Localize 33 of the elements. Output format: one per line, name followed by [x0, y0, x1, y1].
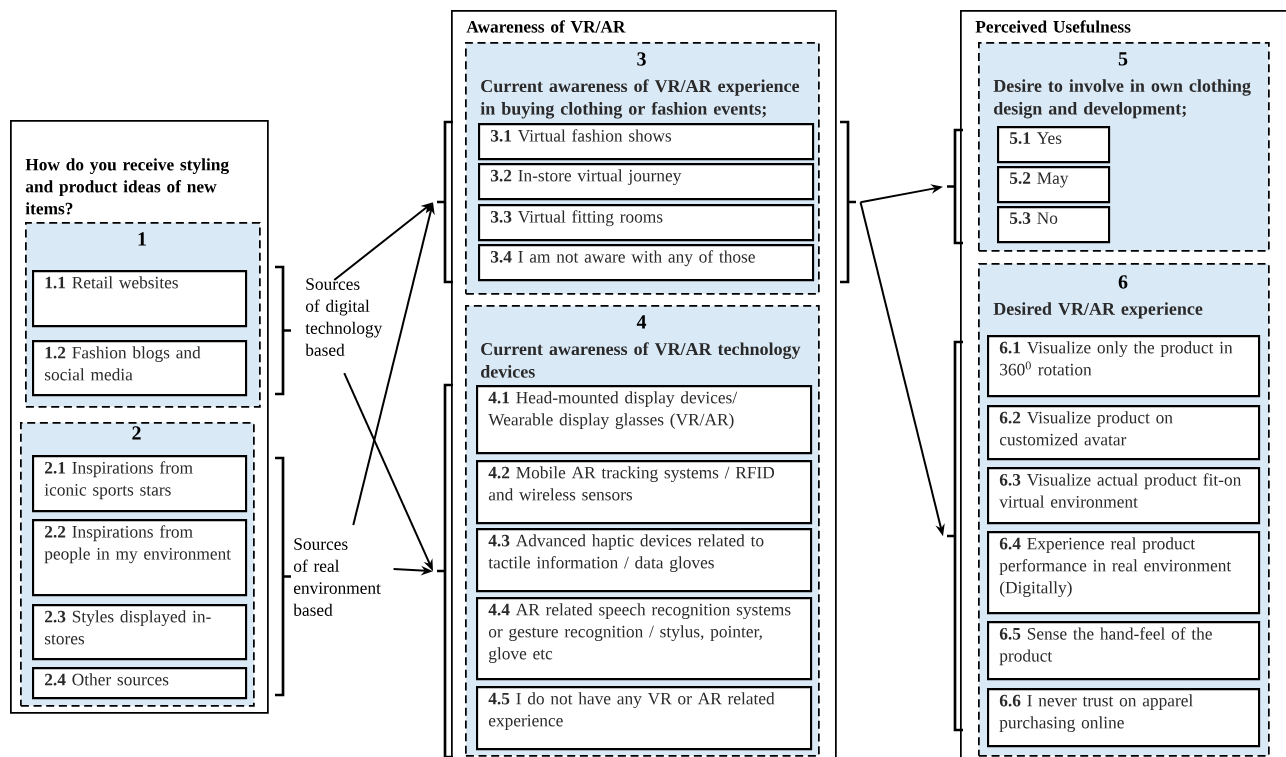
answer-option-box: 5.3 No [997, 206, 1111, 244]
bracket [945, 340, 965, 732]
answer-option-box: 3.4 I am not aware with any of those [478, 244, 815, 282]
answer-option-box: 3.3 Virtual fitting rooms [478, 204, 815, 242]
answer-option-box: 6.3 Visualize actual product fit-on virtual environment [987, 467, 1261, 525]
category-label: Sources of digital technology based [305, 278, 383, 356]
answer-option-box: 6.2 Visualize product on customized avatar [987, 405, 1261, 461]
bracket [273, 265, 293, 396]
answer-option-box: 2.3 Styles displayed in-stores [32, 604, 248, 661]
answer-option-box: 4.3 Advanced haptic devices related to tactile information / data gloves [476, 528, 813, 593]
answer-option-box: 1.1 Retail websites [32, 270, 248, 328]
bracket [273, 456, 293, 697]
answer-option-box: 6.6 I never trust on apparel purchasing online [987, 688, 1261, 748]
category-label: Sources of real environment based [293, 538, 381, 616]
answer-option-box: 4.1 Head-mounted display devices/ Wearable display glasses (VR/AR) [476, 385, 813, 455]
answer-option-box: 2.1 Inspirations from iconic sports stars [32, 455, 248, 513]
answer-option-box: 4.2 Mobile AR tracking systems / RFID and wireless sensors [476, 460, 813, 525]
answer-option-box: 4.5 I do not have any VR or AR related experience [476, 686, 813, 751]
answer-option-box: 6.5 Sense the hand-feel of the product [987, 621, 1261, 681]
bracket [435, 383, 455, 757]
bracket [838, 120, 858, 284]
answer-option-box: 2.2 Inspirations from people in my environment [32, 519, 248, 597]
answer-option-box: 5.1 Yes [997, 126, 1111, 164]
answer-option-box: 6.4 Experience real product performance in real environment (Digitally) [987, 531, 1261, 615]
bracket [435, 120, 455, 284]
answer-option-box: 4.4 AR related speech recognition systems or gesture recognition / stylus, pointer, glove etc [476, 597, 813, 681]
answer-option-box: 1.2 Fashion blogs and social media [32, 340, 248, 397]
answer-option-box: 6.1 Visualize only the product in 360$^{0}$ rotation [987, 335, 1261, 398]
answer-option-box: 5.2 May [997, 166, 1111, 204]
answer-option-box: 3.2 In-store virtual journey [478, 163, 815, 201]
bracket [945, 128, 965, 245]
answer-option-box: 2.4 Other sources [32, 667, 248, 700]
answer-option-box: 3.1 Virtual fashion shows [478, 123, 815, 161]
